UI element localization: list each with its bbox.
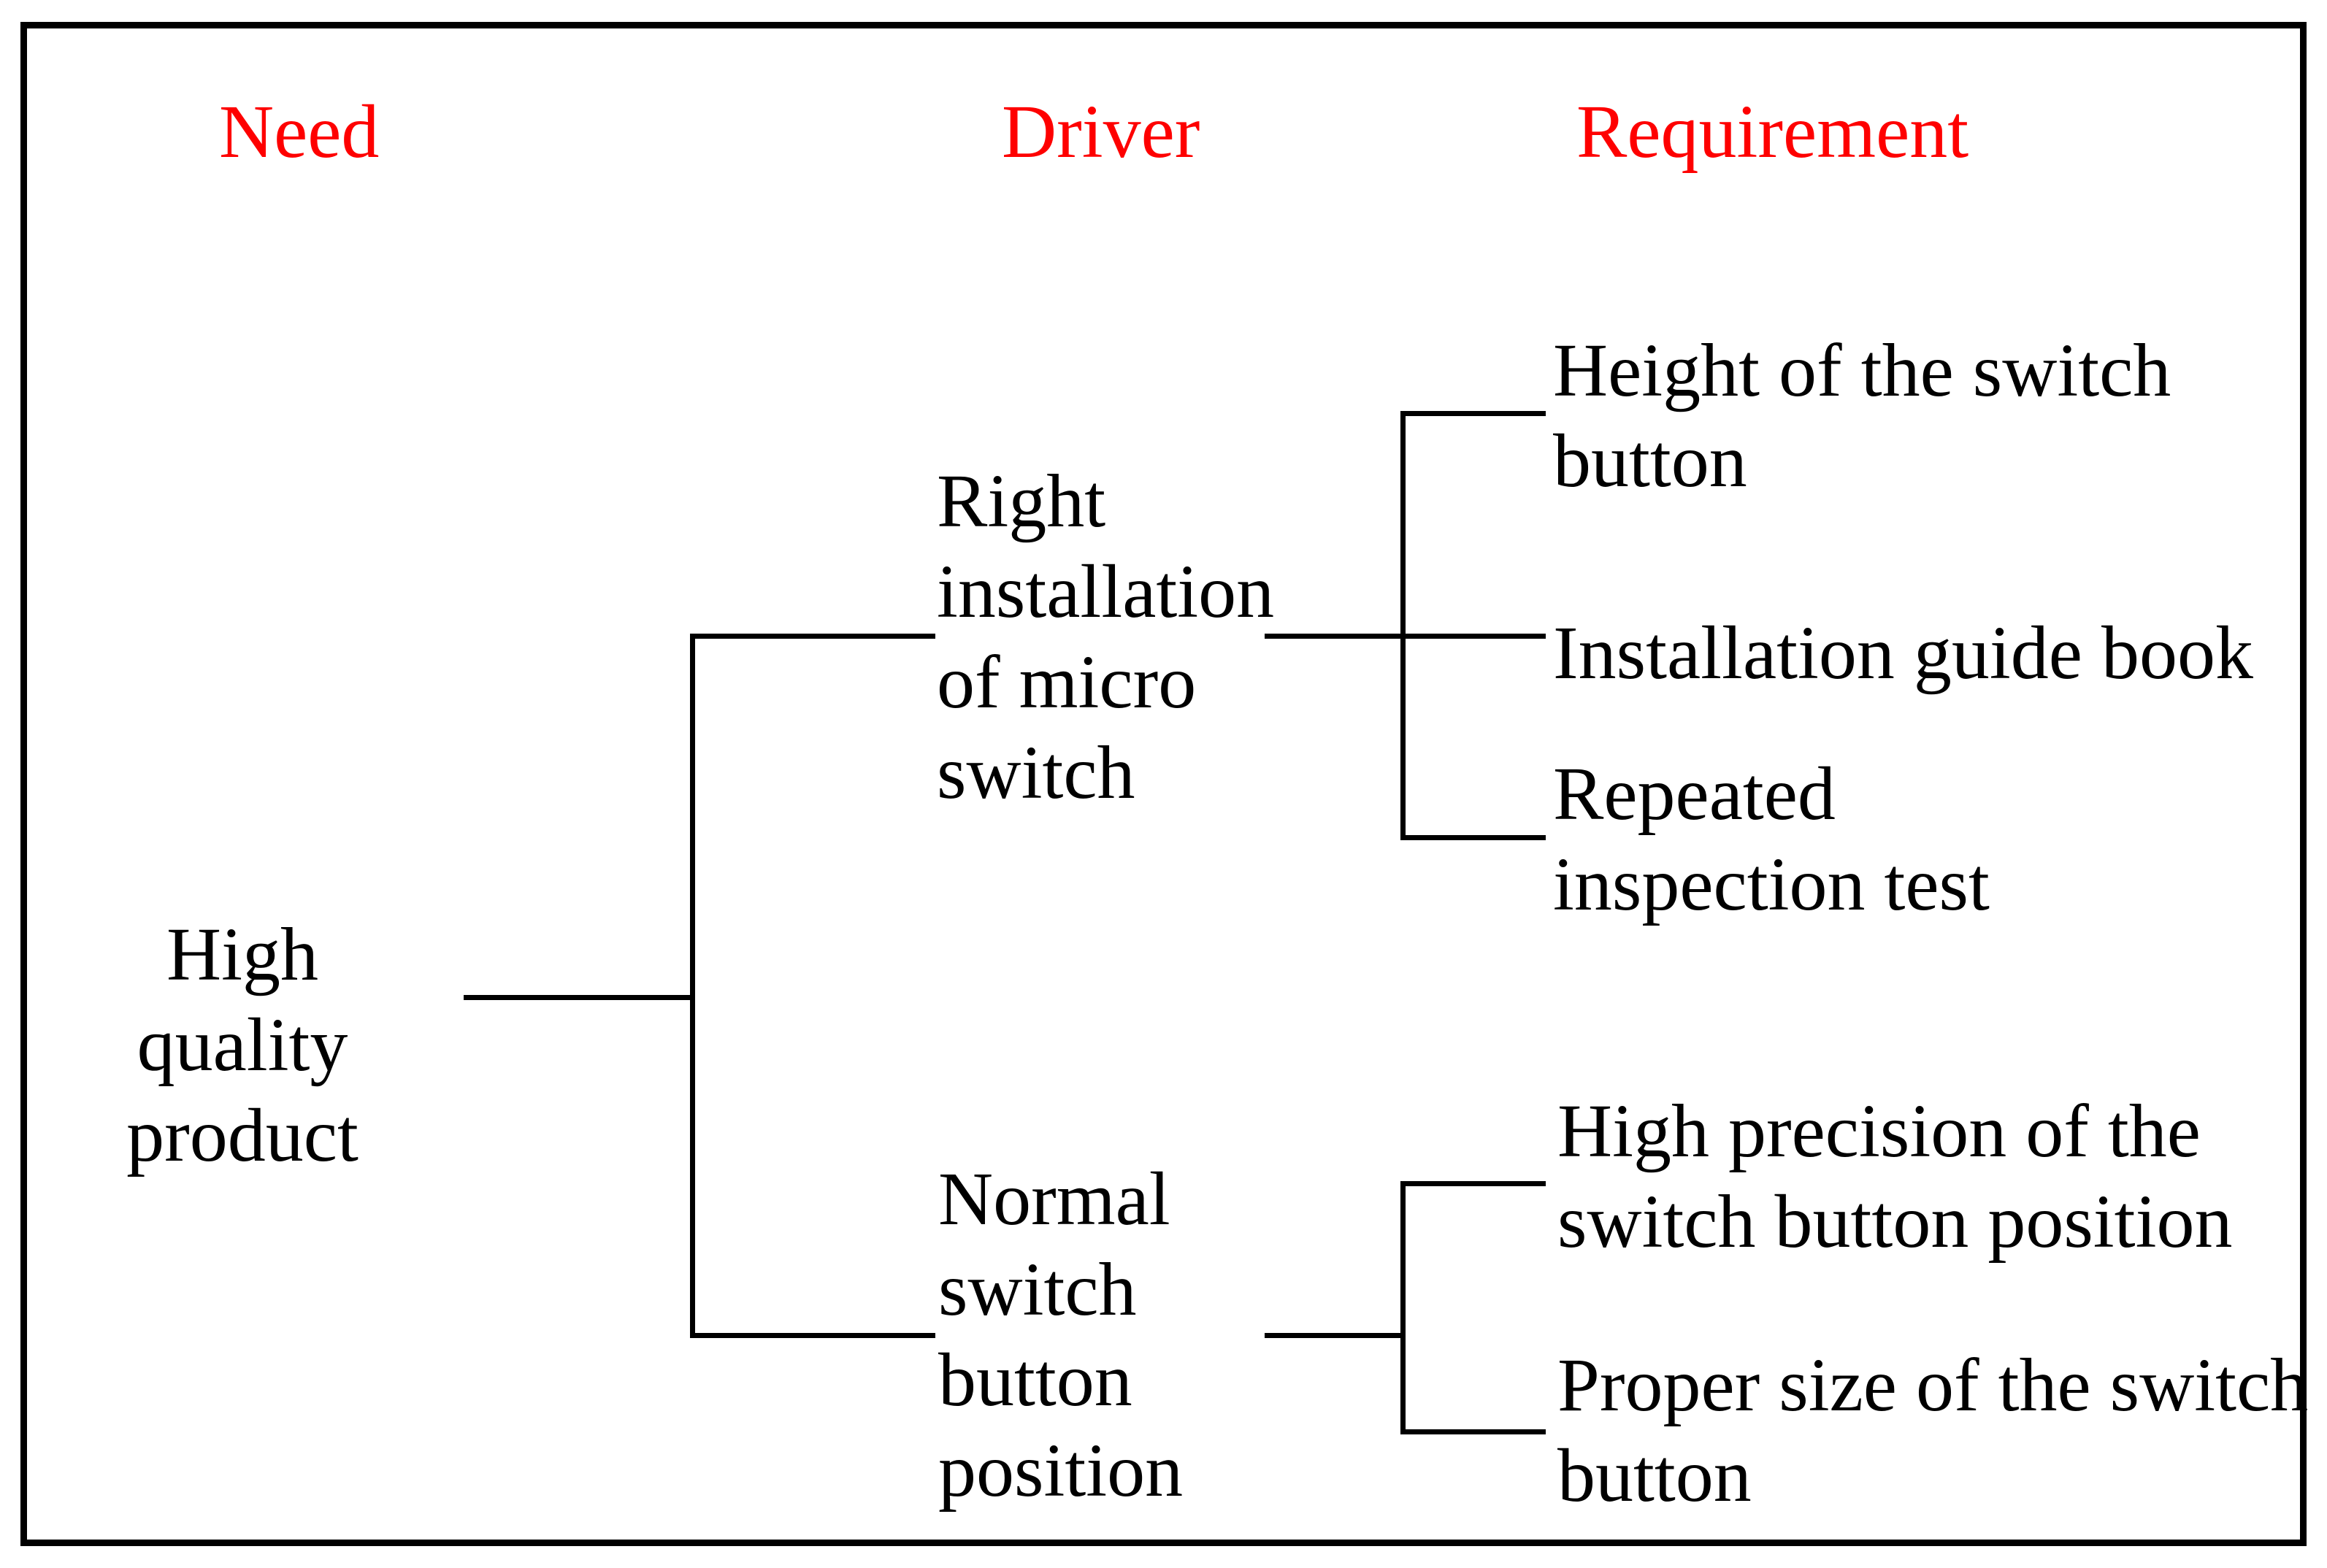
node-right-installation-of-micro-switch: Right installation of micro switch	[937, 459, 1275, 815]
bracket-lower-requirements-vertical	[1400, 1181, 1406, 1434]
bracket-drivers-vertical	[690, 634, 695, 1338]
connector-need-to-bracket	[464, 995, 692, 1000]
node-height-of-switch-button: Height of the switch button	[1553, 328, 2171, 503]
node-repeated-inspection-test: Repeated inspection test	[1553, 752, 1990, 926]
connector-driver2-to-bracket	[1265, 1333, 1406, 1338]
column-header-driver: Driver	[1002, 90, 1200, 174]
column-header-need: Need	[219, 90, 380, 174]
node-installation-guide-book: Installation guide book	[1553, 611, 2253, 695]
node-high-precision-switch-button-position: High precision of the switch button posi…	[1557, 1089, 2233, 1264]
connector-to-req3	[1400, 835, 1546, 840]
connector-bracket-to-driver1	[690, 634, 935, 639]
connector-bracket-to-driver2	[690, 1333, 935, 1338]
node-proper-size-switch-button: Proper size of the switch button	[1557, 1343, 2309, 1518]
connector-to-req1	[1400, 411, 1546, 416]
node-normal-switch-button-position: Normal switch button position	[938, 1157, 1184, 1513]
column-header-requirement: Requirement	[1576, 90, 1969, 174]
diagram-border	[20, 22, 2307, 1546]
connector-to-req5	[1400, 1429, 1546, 1434]
bracket-upper-requirements-vertical	[1400, 411, 1406, 840]
node-high-quality-product: High quality product	[126, 912, 359, 1177]
connector-to-req4	[1400, 1181, 1546, 1186]
